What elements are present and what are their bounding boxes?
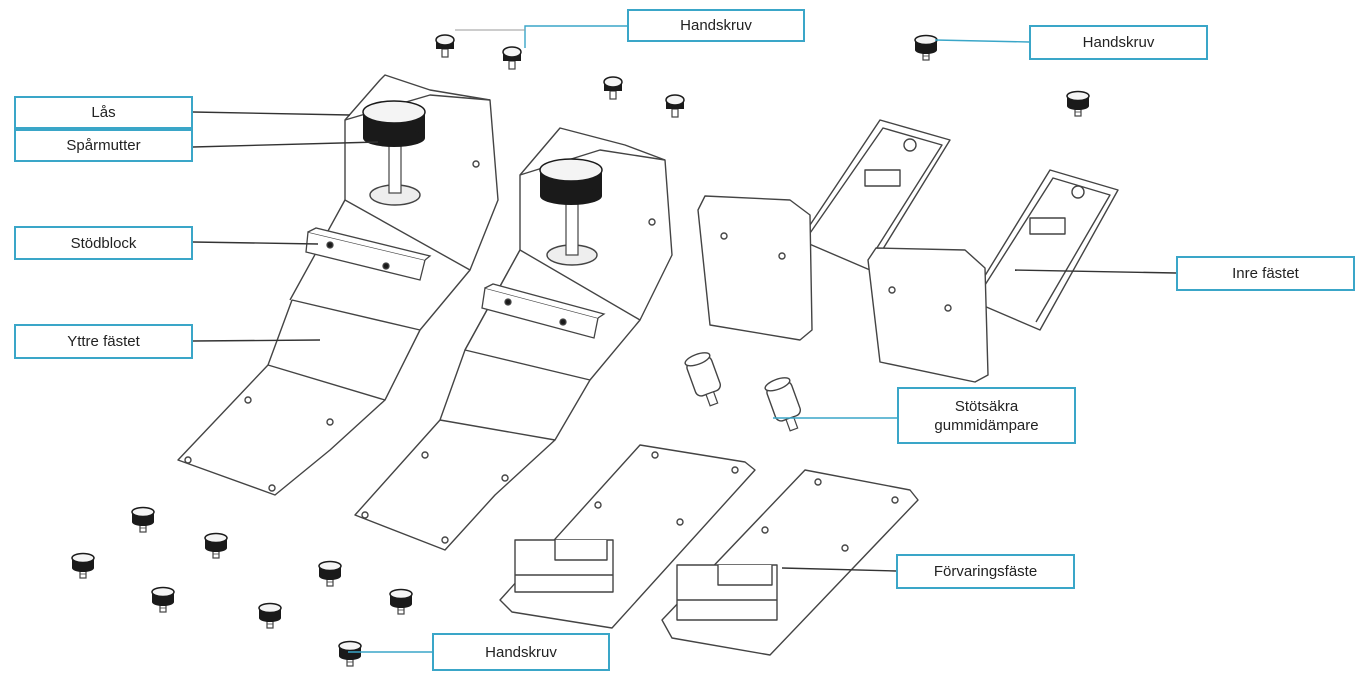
hand-screw-bottom-8 [338,640,362,667]
hand-screw-mid-1 [603,76,623,100]
leader-lines [192,25,1177,653]
inner-bracket-front [867,169,1119,383]
support-block-left [305,227,432,281]
label-stodblock: Stödblock [14,226,193,260]
hand-screw-bottom-5 [258,602,282,629]
hand-screw-bottom-3 [71,552,95,579]
label-inre-fastet: Inre fästet [1176,256,1355,291]
hand-screw-top-1 [435,34,455,58]
label-text: Spårmutter [66,137,141,154]
hand-screw-mid-2 [665,94,685,118]
lock-knob-right [539,158,603,266]
label-text-line1: Stötsäkra [954,397,1019,415]
label-handskruv-right: Handskruv [1029,25,1208,60]
label-stotsakra-gummidampare: Stötsäkra gummidämpare [897,387,1076,444]
label-text: Inre fästet [1232,265,1299,282]
inner-bracket-back [697,119,951,341]
hand-screw-top-2 [502,46,522,70]
label-text: Handskruv [680,17,752,34]
hand-screw-bottom-1 [131,506,155,533]
label-text: Lås [91,104,116,121]
storage-bracket-left [499,444,756,629]
hand-screw-bottom-6 [318,560,342,587]
label-text: Förvaringsfäste [933,563,1038,580]
rubber-damper-1 [684,352,722,407]
storage-bracket-right [661,469,919,656]
label-text: Stödblock [70,234,137,252]
lock-knob-left [362,100,426,206]
label-text-line2: gummidämpare [934,416,1039,434]
label-handskruv-bottom: Handskruv [432,633,610,671]
label-text: Handskruv [1082,34,1155,51]
label-sparmutter: Spårmutter [14,129,193,162]
label-las: Lås [14,96,193,129]
label-handskruv-top: Handskruv [627,9,805,42]
hand-screw-bottom-7 [389,588,413,615]
support-block-right [481,283,606,339]
hand-screw-right-2 [1066,90,1090,117]
hand-screw-right-1 [914,34,938,61]
label-text: Handskruv [485,643,557,661]
label-text: Yttre fästet [67,333,140,350]
hand-screw-bottom-4 [151,586,175,613]
label-forvaringsfaste: Förvaringsfäste [896,554,1075,589]
label-yttre-fastet: Yttre fästet [14,324,193,359]
rubber-damper-2 [764,377,802,432]
hand-screw-bottom-2 [204,532,228,559]
